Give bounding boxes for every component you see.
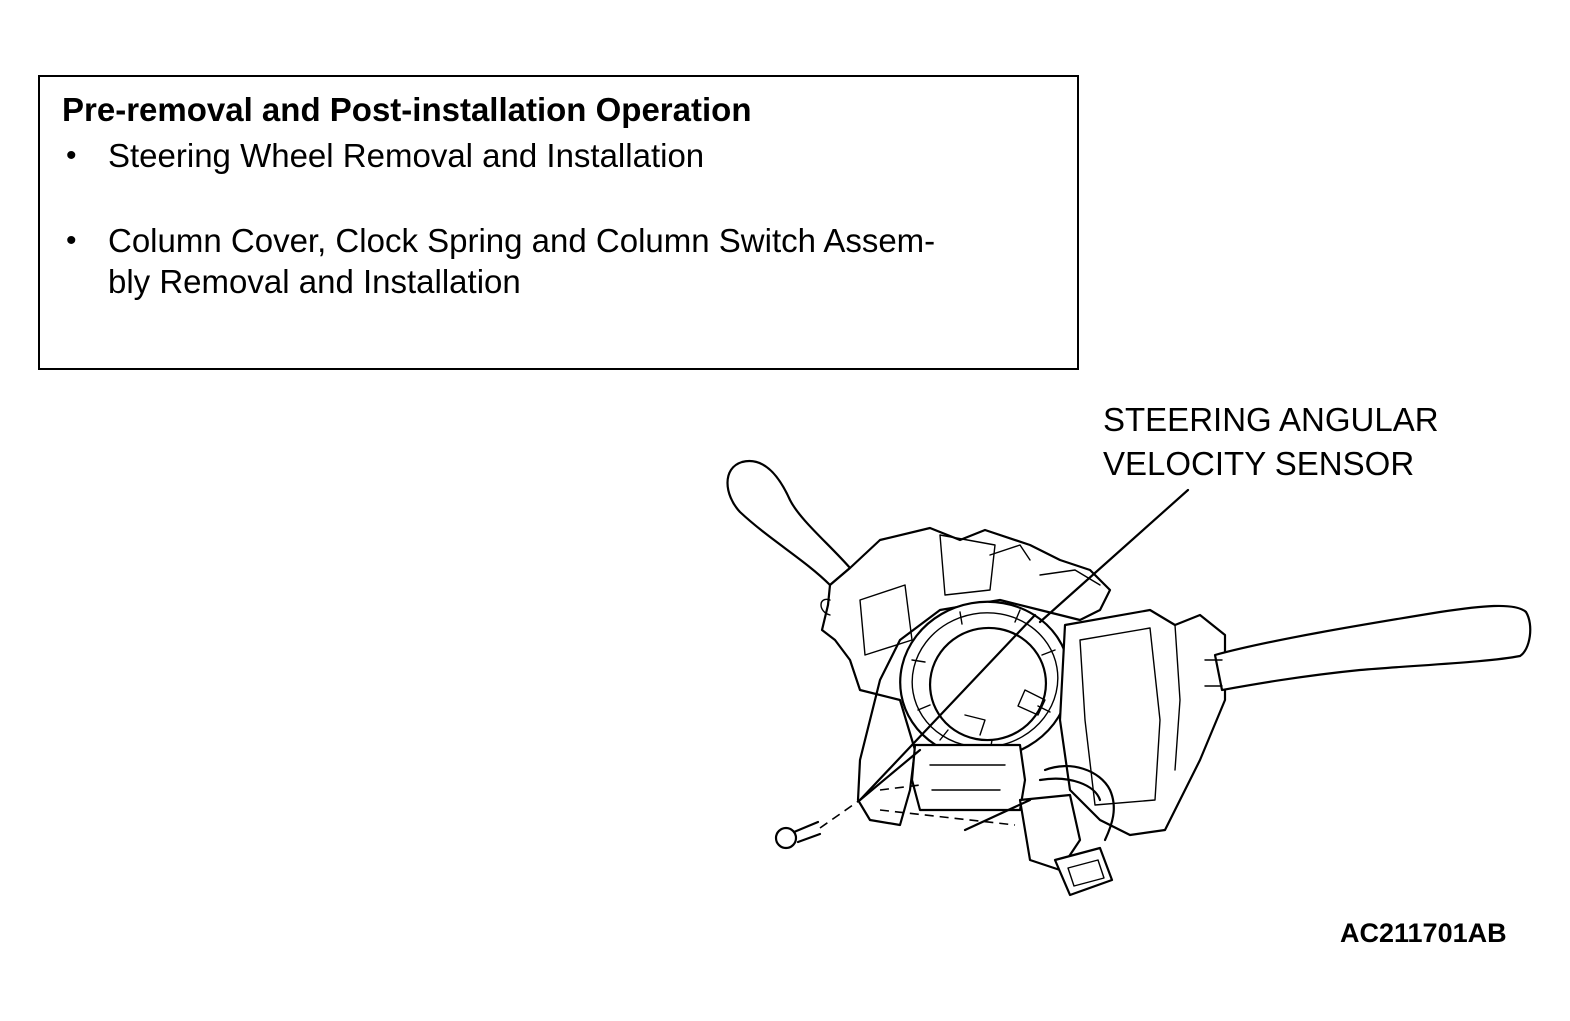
clock-spring-inner-tab: [1017, 689, 1046, 716]
sensor-bracket: [910, 743, 1027, 812]
screw-install-line: [819, 799, 861, 829]
list-item: • Steering Wheel Removal and Installatio…: [62, 135, 1062, 176]
bullet-icon: •: [66, 139, 77, 172]
left-switch-housing: [820, 526, 1112, 827]
right-housing-edge: [1174, 624, 1181, 771]
list-item-text-continued: bly Removal and Installation: [108, 263, 521, 300]
callout-leader-line: [1038, 488, 1190, 624]
screw-head: [774, 826, 798, 850]
callout-line-1: STEERING ANGULAR: [1103, 401, 1439, 438]
left-stalk: [726, 459, 852, 587]
guide-line-2: [858, 748, 922, 802]
callout-line-2: VELOCITY SENSOR: [1103, 445, 1415, 482]
figure-code: AC211701AB: [1340, 918, 1507, 948]
operation-title: Pre-removal and Post-installation Operat…: [62, 91, 752, 128]
harness-wire: [1043, 765, 1115, 842]
harness-connector-face: [1067, 859, 1105, 887]
harness-wire-2: [1038, 777, 1102, 802]
list-item: • Column Cover, Clock Spring and Column …: [62, 220, 1062, 302]
right-housing-panel: [1079, 627, 1161, 806]
guide-line-3: [963, 798, 1032, 832]
list-item-text: Steering Wheel Removal and Installation: [108, 137, 705, 174]
right-stalk-joint: [1204, 659, 1223, 687]
top-housing-detail: [1039, 569, 1101, 586]
left-housing-panel: [859, 584, 913, 656]
top-housing-tab: [989, 544, 1031, 561]
screw-shank: [792, 820, 822, 844]
guide-line-1: [858, 613, 1037, 802]
sensor-bracket-detail: [929, 764, 1006, 791]
clock-spring-inner: [928, 626, 1048, 742]
sensor-bracket-guide: [879, 784, 1016, 826]
bullet-icon: •: [66, 224, 77, 257]
right-stalk: [1213, 604, 1532, 692]
left-housing-clip: [820, 598, 831, 616]
operation-list: • Steering Wheel Removal and Installatio…: [62, 135, 1062, 302]
list-item-text: Column Cover, Clock Spring and Column Sw…: [108, 222, 936, 259]
operation-box: Pre-removal and Post-installation Operat…: [38, 75, 1079, 370]
top-housing-block: [939, 534, 996, 596]
clock-spring-inner-notch: [964, 714, 986, 736]
sensor-callout-label: STEERING ANGULAR VELOCITY SENSOR: [1103, 398, 1439, 486]
